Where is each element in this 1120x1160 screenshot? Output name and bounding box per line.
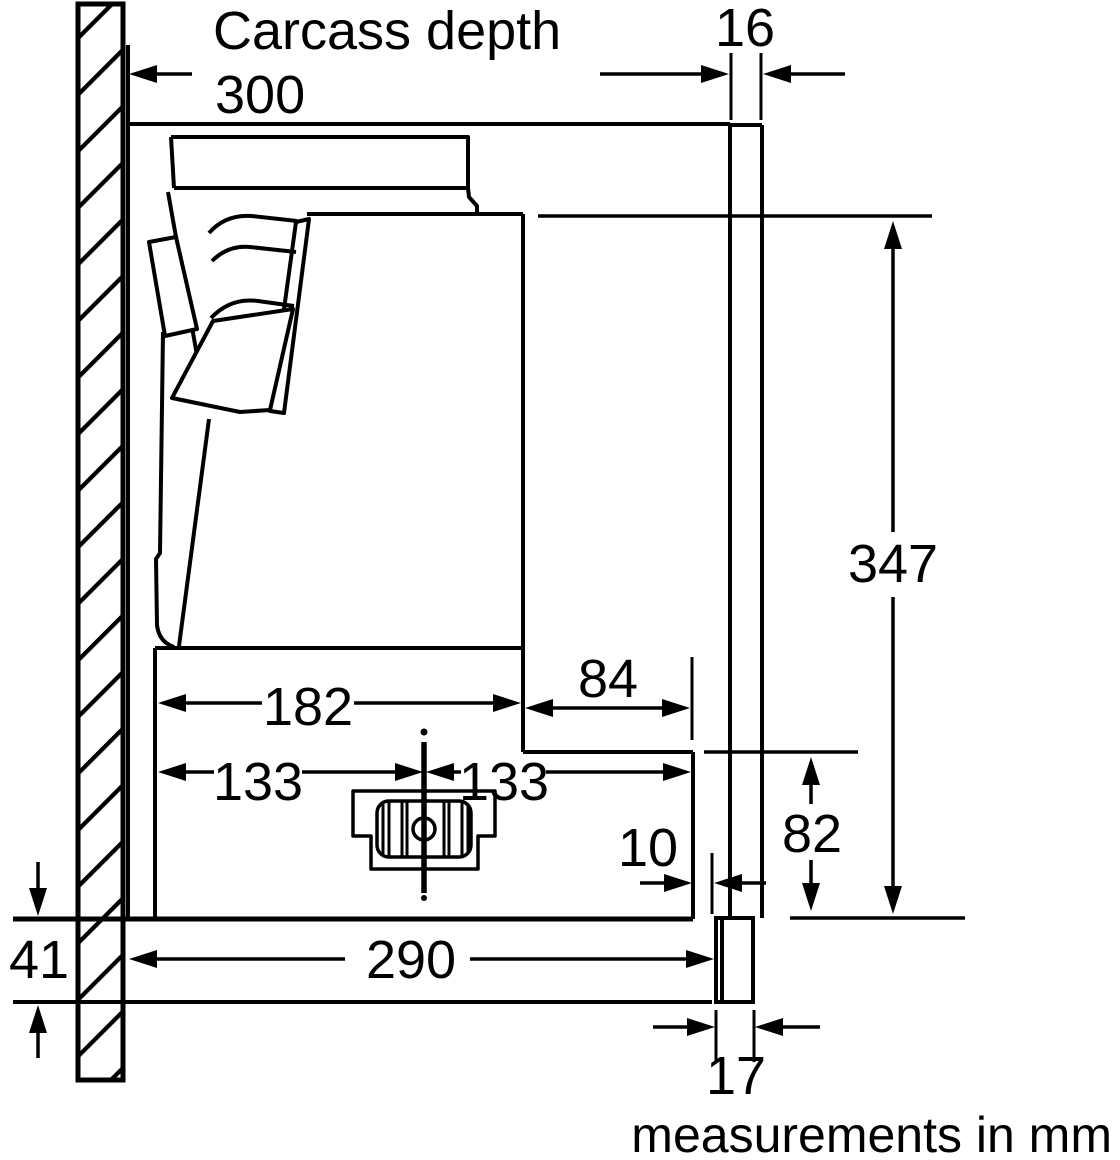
labels: Carcass depth 300 16 347 84 182 133 133 … [9, 0, 1112, 1160]
dim-133-left [158, 763, 423, 781]
dim-label-17: 17 [706, 1046, 766, 1106]
dim-label-10: 10 [618, 818, 678, 878]
body-front-outline [154, 331, 175, 649]
dim-82 [802, 757, 820, 911]
arrowhead-right [701, 65, 729, 83]
dim-label-290: 290 [366, 930, 456, 990]
dim-290 [129, 950, 714, 968]
wall-hatch [75, 1, 126, 1083]
dim-label-300: 300 [215, 65, 305, 125]
dim-label-82: 82 [782, 804, 842, 864]
dim-10 [640, 874, 766, 892]
dim-label-347: 347 [848, 534, 938, 594]
dim-panel-16 [763, 65, 845, 83]
roller-ribs [381, 801, 470, 857]
dim-label-133-right: 133 [459, 752, 549, 812]
top-frame-step [466, 187, 479, 214]
handle-strip [714, 916, 755, 1004]
dim-41 [29, 862, 47, 1058]
dim-label-16: 16 [715, 0, 775, 58]
body-step-line [523, 750, 695, 919]
center-line [420, 728, 428, 901]
flap-band-3 [209, 298, 295, 320]
blower-unit [351, 728, 497, 901]
dim-height-347 [884, 221, 902, 914]
carcass-outline [126, 45, 730, 919]
damper-flap-assembly [147, 213, 311, 415]
dim-133-right [426, 763, 691, 781]
furniture-panel [728, 123, 764, 918]
arrowhead-left [129, 65, 157, 83]
wall-section [75, 1, 126, 1083]
dim-84 [525, 699, 690, 717]
dim-label-133-left: 133 [213, 752, 303, 812]
body-slant-front [177, 418, 211, 647]
dim-label-182: 182 [263, 677, 353, 737]
unit-note: measurements in mm [631, 1107, 1112, 1160]
dim-17 [653, 1018, 820, 1036]
dim-label-84: 84 [578, 649, 638, 709]
flap-band-1 [207, 213, 298, 235]
bottom-lines [13, 916, 712, 1004]
title-carcass-depth: Carcass depth [213, 1, 561, 61]
hood-top-frame [169, 135, 479, 214]
arrowhead-left [763, 65, 791, 83]
top-frame-box [169, 135, 470, 190]
extension-lines [538, 53, 965, 1062]
dim-182 [158, 694, 521, 712]
dim-carcass-depth [129, 65, 729, 83]
blower-bracket [351, 789, 497, 871]
dim-label-41: 41 [9, 930, 69, 990]
flap-vane-left [147, 235, 199, 338]
flap-door [170, 307, 295, 414]
flap-band-2 [210, 244, 297, 263]
